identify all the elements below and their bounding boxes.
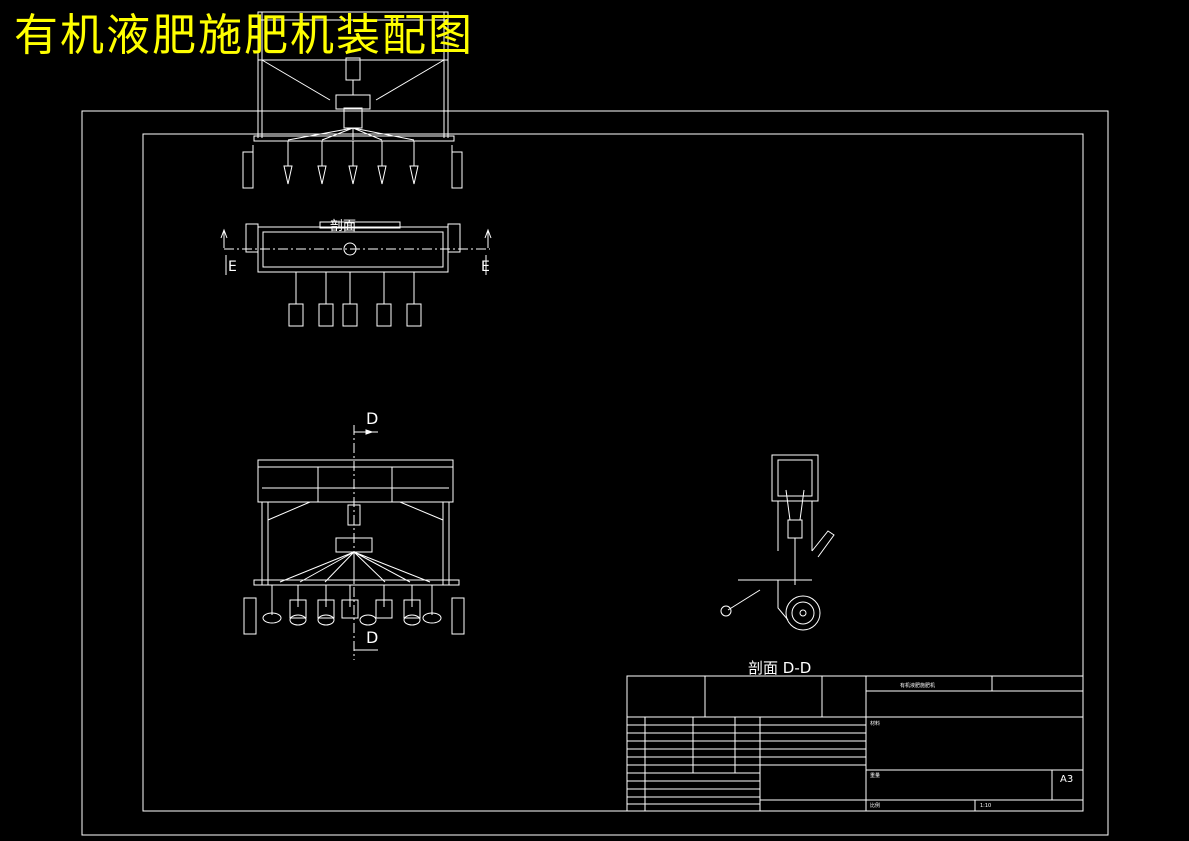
inner-frame <box>142 133 1084 812</box>
top-front-view <box>242 11 463 189</box>
section-d-bottom-label: D <box>366 628 378 647</box>
title-block <box>626 675 1084 812</box>
section-side-view <box>720 454 835 631</box>
main-front-view <box>243 425 465 660</box>
section-e-left-label: E <box>228 259 237 275</box>
plan-view <box>220 221 492 327</box>
section-e-right-label: E <box>481 259 490 275</box>
title-block-sheet-size: A3 <box>1060 774 1073 785</box>
title-block-weight: 重量 <box>870 772 880 779</box>
title-block-ratio: 比例 <box>870 802 880 809</box>
section-d-top-label: D <box>366 409 378 428</box>
title-block-scale: 1:10 <box>980 803 991 809</box>
section-view-caption: 剖面 D-D <box>748 659 811 677</box>
section-tag-top: 剖面 <box>330 219 356 234</box>
title-block-material: 材料 <box>870 720 880 727</box>
title-block-drawing-name: 有机液肥施肥机 <box>900 682 935 689</box>
outer-frame <box>81 110 1109 836</box>
drawing-title: 有机液肥施肥机装配图 <box>14 10 474 61</box>
